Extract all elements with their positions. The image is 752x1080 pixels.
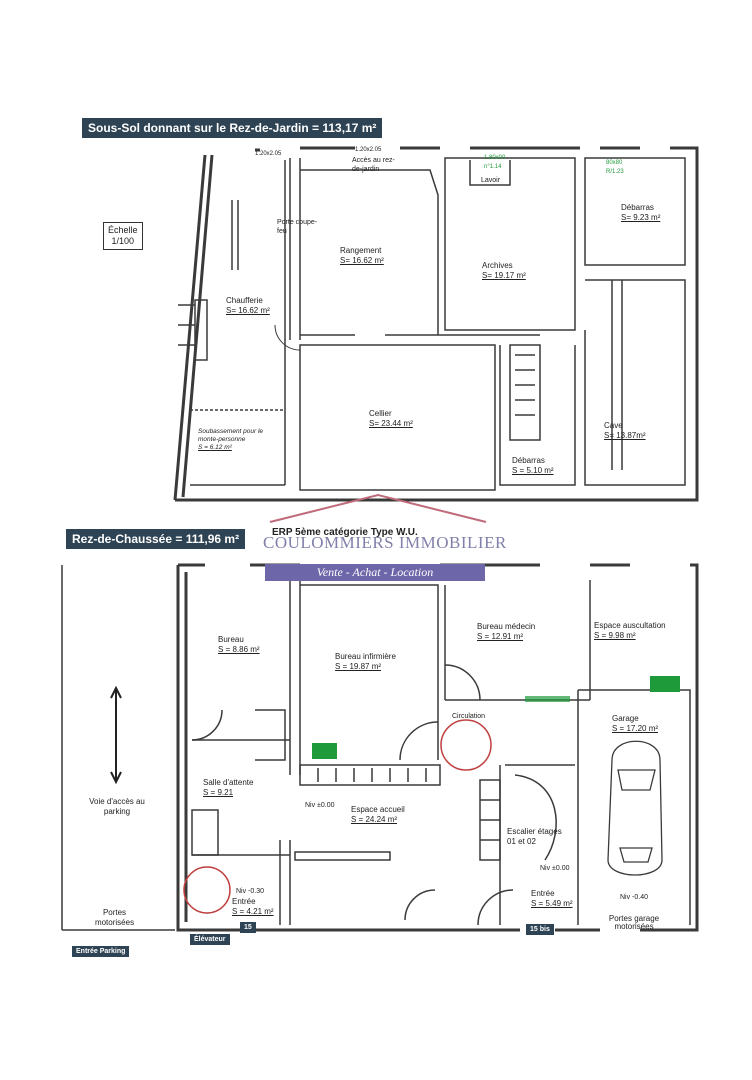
room-name: Bureau médecin [477,622,536,631]
garage-doors-label: Portes garage motorisées [608,914,660,931]
entrance-lift-circle [183,866,231,914]
doors-motor-label: Portes motorisées [94,908,135,927]
room-area: S= 16.62 m² [340,256,384,265]
room-area: S = 6.12 m² [198,444,232,451]
parking-arrow [110,685,122,785]
room-name: Entrée [232,897,256,906]
number-15bis-tag: 15 bis [526,924,554,935]
room-area: S = 5.49 m² [531,899,573,908]
room-area: S = 8.86 m² [218,645,260,654]
level-garage: Niv -0.40 [620,894,649,901]
watermark-tagline: Vente - Achat - Location [265,564,485,581]
room-area: S= 19.17 m² [482,271,526,280]
room-area: S = 17.20 m² [612,724,659,733]
green-markers [312,676,680,759]
room-area: S = 4.21 m² [232,907,274,916]
room-bureau-infirmiere: Bureau infirmière S = 19.87 m² [335,652,396,672]
lavoir-dim: 1.80x00 n°1.14 [484,155,506,170]
room-rangement: Rangement S= 16.62 m² [340,246,384,266]
room-name: Bureau [218,635,244,644]
room-cellier: Cellier S= 23.44 m² [369,409,413,429]
room-name: Soubassement pour le monte-personne [198,428,264,443]
room-name: Escalier étages 01 et 02 [507,827,562,846]
room-garage: Garage S = 17.20 m² [612,714,658,734]
room-entree-main: Entrée S = 5.49 m² [531,889,573,909]
erp-label: ERP 5ème catégorie Type W.U. [272,527,418,538]
basement-title: Sous-Sol donnant sur le Rez-de-Jardin = … [82,118,383,138]
room-bureau-medecin: Bureau médecin S = 12.91 m² [477,622,535,642]
door-label: Porte coupe-feu [277,219,318,235]
level-stairs: Niv ±0.00 [540,865,570,872]
room-area: S = 12.91 m² [477,632,524,641]
room-escalier: Escalier étages 01 et 02 [507,827,567,847]
room-name: Cellier [369,409,392,418]
scale-label: Échelle [108,225,138,235]
room-name: Cave [604,421,623,430]
scale-box: Échelle 1/100 [103,222,143,250]
room-chaufferie: Chaufferie S= 16.62 m² [226,296,270,316]
dim-label-2: 1.20x2.05 [355,147,382,153]
scale-value: 1/100 [111,236,135,246]
room-name: Entrée [531,889,555,898]
room-area: S = 24.24 m² [351,815,398,824]
room-espace-auscultation: Espace auscultation S = 9.98 m² [594,621,666,641]
circulation-label: Circulation [452,713,486,720]
number-15-tag: 15 [240,922,256,933]
room-name: Rangement [340,246,382,255]
room-cave: Cave S= 13.87m² [604,421,646,441]
room-area: S= 23.44 m² [369,419,413,428]
basement-elevator-circle [440,719,492,771]
lavoir-label: Lavoir [481,177,501,184]
room-espace-accueil: Espace accueil S = 24.24 m² [351,805,405,825]
room-area: S= 16.62 m² [226,306,270,315]
room-name: Garage [612,714,639,723]
room-debarras-1: Débarras S= 9.23 m² [621,203,660,223]
room-bureau: Bureau S = 8.86 m² [218,635,260,655]
debarras-dim: 80x80 R/1.23 [606,160,624,175]
room-name: Débarras [621,203,654,212]
room-name: Espace accueil [351,805,405,814]
level-entree: Niv -0.30 [236,888,265,895]
dim-label-1: 1.20x2.05 [255,151,282,157]
room-name: Espace auscultation [594,621,666,630]
room-area: S = 5.10 m² [512,466,554,475]
basement-walls [173,146,699,502]
ground-inner-walls [61,324,691,931]
room-area: S= 13.87m² [604,431,646,440]
basement-inner-walls [178,157,686,491]
room-area: S= 9.23 m² [621,213,661,222]
room-name: Archives [482,261,513,270]
room-area: S = 9.21 [203,788,234,797]
watermark-roof [269,493,487,523]
elevator-tag: Élévateur [190,934,230,945]
car-outline [607,740,663,876]
access-label: Accès au rez-de-jardin [352,157,395,173]
room-entree-side: Entrée S = 4.21 m² [232,897,274,917]
room-name: Chaufferie [226,296,263,305]
room-name: Salle d'attente [203,778,254,787]
room-soubassement: Soubassement pour le monte-personne S = … [198,428,280,452]
entry-parking-tag: Entrée Parking [72,946,130,957]
room-debarras-2: Débarras S = 5.10 m² [512,456,554,476]
room-area: S = 19.87 m² [335,662,382,671]
room-salle-attente: Salle d'attente S = 9.21 [203,778,253,798]
watermark-brand: COULOMMIERS IMMOBILIER [263,533,507,552]
parking-access-label: Voie d'accès au parking [89,797,145,816]
room-name: Débarras [512,456,545,465]
room-area: S = 9.98 m² [594,631,636,640]
room-name: Bureau infirmière [335,652,396,661]
room-archives: Archives S= 19.17 m² [482,261,526,281]
ground-title: Rez-de-Chaussée = 111,96 m² [66,529,246,549]
level-accueil: Niv ±0.00 [305,802,335,809]
